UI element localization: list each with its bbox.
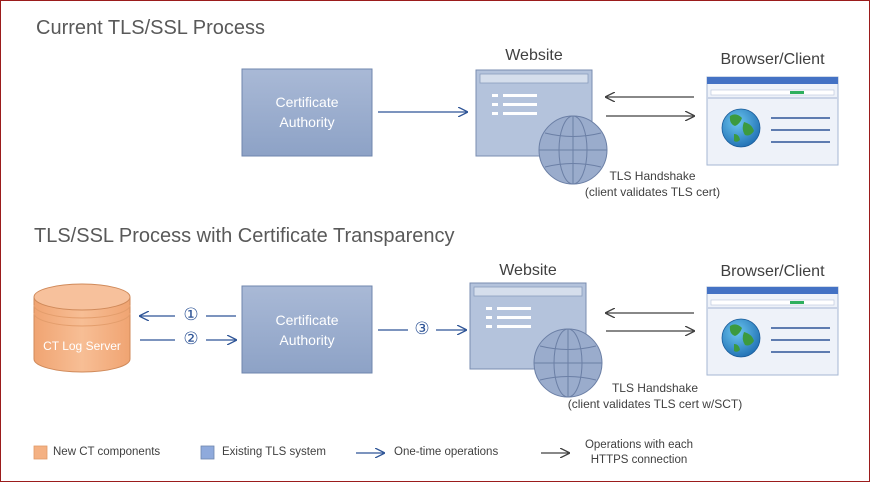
legend-swatch-new-ct <box>33 445 48 460</box>
legend-each-https-line1: Operations with each <box>584 439 694 451</box>
legend-each-https-line2: HTTPS connection <box>590 454 688 466</box>
ca-label-line2: Authority <box>279 114 335 130</box>
ct-log-server-label: CT Log Server <box>43 339 121 353</box>
browser-window-icon <box>706 76 839 166</box>
certificate-authority-box-2 <box>241 285 373 374</box>
globe-icon <box>538 115 608 185</box>
browser-label-2: Browser/Client <box>720 263 825 280</box>
legend-new-ct-label: New CT components <box>53 446 161 458</box>
legend-each-https-label: Operations with each HTTPS connection <box>574 438 704 468</box>
ca-label-line1: Certificate <box>275 94 339 110</box>
ca2-label-line2: Authority <box>279 332 335 348</box>
legend-swatch-existing-tls <box>200 445 215 460</box>
step2-marker: ② <box>183 329 199 348</box>
ct-log-server-icon <box>33 283 131 373</box>
handshake2-line2: (client validates TLS cert w/SCT) <box>567 397 743 411</box>
step1-marker: ① <box>183 305 199 324</box>
website-label-2: Website <box>499 262 557 279</box>
section-title-current: Current TLS/SSL Process <box>36 17 265 39</box>
certificate-authority-box <box>241 68 373 157</box>
legend-existing-tls-label: Existing TLS system <box>222 446 326 458</box>
handshake2-line1: TLS Handshake <box>611 381 699 395</box>
tls-handshake-label: TLS Handshake (client validates TLS cert… <box>560 168 745 200</box>
certificate-authority-label: Certificate Authority <box>242 92 372 132</box>
handshake-line1: TLS Handshake <box>609 169 696 183</box>
website-label: Website <box>505 47 563 64</box>
certificate-authority-label-2: Certificate Authority <box>242 310 372 350</box>
legend-one-time-label: One-time operations <box>394 446 499 458</box>
browser-label: Browser/Client <box>720 51 825 68</box>
browser-window-icon-2 <box>706 286 839 376</box>
globe-icon-2 <box>533 328 603 398</box>
handshake-line2: (client validates TLS cert) <box>584 185 721 199</box>
step3-marker: ③ <box>414 319 430 338</box>
section-title-ct: TLS/SSL Process with Certificate Transpa… <box>34 225 455 247</box>
ca2-label-line1: Certificate <box>275 312 339 328</box>
tls-handshake-label-2: TLS Handshake (client validates TLS cert… <box>540 380 770 412</box>
